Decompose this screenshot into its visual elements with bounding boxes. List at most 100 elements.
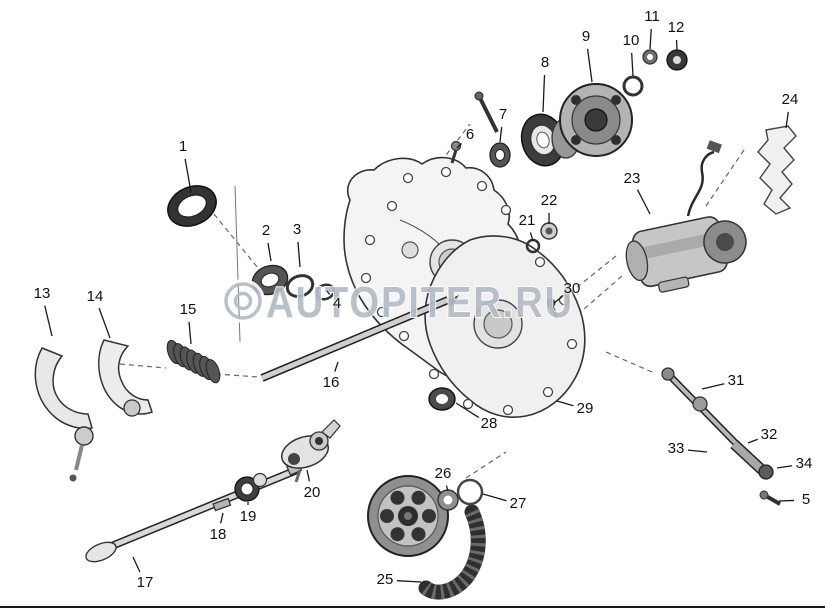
leader-line-16 [334,361,339,372]
leader-line-15 [188,321,192,345]
leader-line-20 [306,469,311,482]
callout-label-27: 27 [509,494,527,512]
callout-label-18: 18 [209,525,227,543]
part-15-graphic [166,339,221,384]
callout-label-19: 19 [239,507,257,525]
callout-label-32: 32 [760,425,778,443]
leader-line-24 [785,111,789,129]
leader-line-10 [631,52,634,77]
callout-label-13: 13 [33,284,51,302]
leader-line-5 [778,499,795,502]
callout-label-1: 1 [178,137,188,155]
leader-line-21 [529,232,534,242]
callout-label-3: 3 [292,220,302,238]
callout-label-23: 23 [623,169,641,187]
bottom-border-line [0,606,825,608]
watermark-logo-outer [224,282,262,320]
part-16-graphic [260,295,459,382]
callout-label-6: 6 [465,125,475,143]
leader-line-23 [636,189,651,215]
callout-label-22: 22 [540,191,558,209]
leader-line-27 [482,493,507,502]
leader-line-4 [326,290,331,295]
callout-label-7: 7 [498,105,508,123]
part-4-graphic [314,283,336,301]
leader-line-2 [267,242,272,262]
callout-label-25: 25 [376,570,394,588]
callout-label-15: 15 [179,300,197,318]
part-14-graphic [97,339,153,417]
part-5-graphic [759,490,781,506]
part-11-graphic [642,49,658,65]
part-31-34-graphic [661,367,774,480]
part-3-graphic [285,274,315,298]
part-18-graphic [212,497,232,512]
leader-line-31 [701,383,725,390]
part-22-graphic [540,222,558,240]
leader-line-1 [184,158,192,193]
leader-line-29 [556,400,574,407]
part-13-graphic [34,347,94,482]
leader-line-6 [456,143,462,149]
part-27-graphic [456,478,484,506]
callout-label-34: 34 [795,454,813,472]
leader-line-30 [553,295,563,304]
callout-label-24: 24 [781,90,799,108]
watermark-text: AUTOPITER.RU [266,278,574,327]
callout-label-29: 29 [576,399,594,417]
part-23-graphic [625,140,747,293]
callout-label-16: 16 [322,373,340,391]
leader-line-14 [98,308,111,339]
callout-label-28: 28 [480,414,498,432]
leader-line-11 [649,28,652,50]
leader-line-8 [542,74,546,113]
callout-label-2: 2 [261,221,271,239]
leader-line-17 [132,556,141,573]
callout-label-10: 10 [622,31,640,49]
callout-label-4: 4 [332,294,342,312]
callout-label-5: 5 [801,490,811,508]
leader-line-9 [586,48,593,83]
leader-line-3 [297,241,301,268]
part-10-graphic [622,75,644,97]
leader-line-34 [776,465,793,469]
leader-line-28 [455,402,480,419]
leader-line-26 [445,485,449,492]
part-7-graphic [474,91,511,168]
housing-bolt-bosses [360,166,578,416]
callout-label-12: 12 [667,18,685,36]
part-20-graphic [280,419,341,483]
watermark-logo-inner [233,291,253,311]
leader-line-32 [747,438,759,444]
callout-label-30: 30 [563,279,581,297]
leader-line-7 [499,126,503,143]
leader-line-13 [44,305,53,337]
part-24-graphic [757,125,797,215]
part-12-graphic [666,49,688,71]
callout-label-21: 21 [518,211,536,229]
callout-label-26: 26 [434,464,452,482]
callout-label-11: 11 [644,7,660,25]
callout-label-8: 8 [540,53,550,71]
callout-label-31: 31 [727,371,745,389]
callout-label-20: 20 [303,483,321,501]
watermark-logo-halo [221,279,265,323]
callout-label-14: 14 [86,287,104,305]
watermark: AUTOPITER.RU [221,277,574,328]
part-1-graphic [167,185,217,227]
part-6-graphic [450,140,462,164]
leader-line-18 [220,512,224,524]
damper-hub-graphic [367,475,449,557]
part-25-graphic [418,504,486,600]
alignment-lines [119,123,745,479]
callout-label-33: 33 [667,439,685,457]
callout-label-17: 17 [136,573,154,591]
part-housing-rear [424,235,586,418]
part-28-graphic [428,387,456,411]
part-19-graphic [234,472,268,502]
leader-line-25 [396,580,422,583]
leader-line-33 [687,449,708,453]
